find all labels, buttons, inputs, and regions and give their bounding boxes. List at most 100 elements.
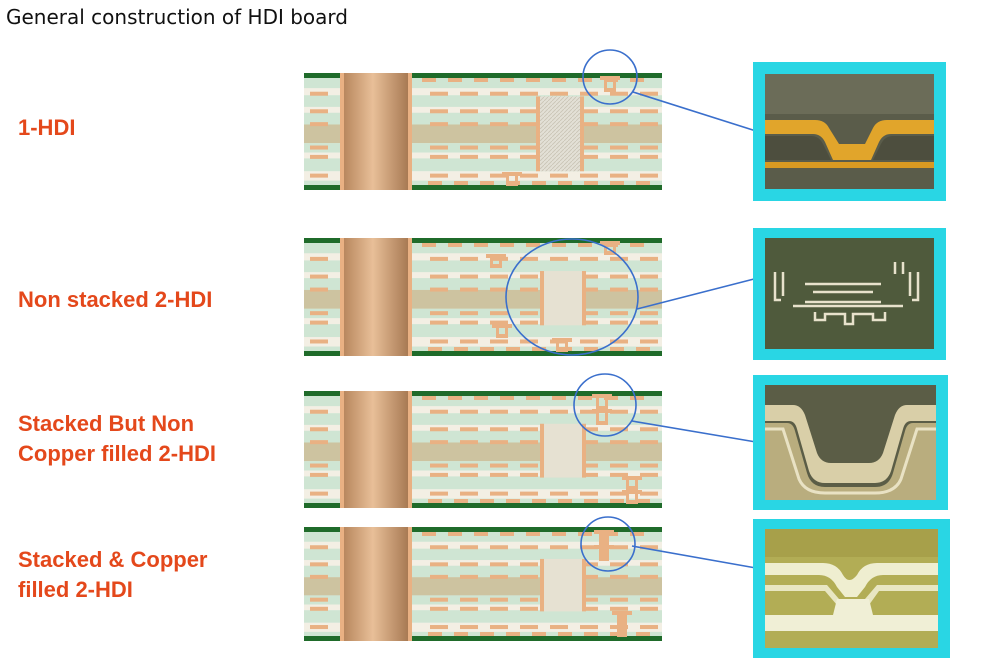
surface-pad (474, 78, 488, 82)
dielectric-layer (304, 531, 662, 542)
micrograph-stacked-unfilled-2-hdi (753, 375, 948, 510)
surface-pad (558, 632, 572, 636)
dielectric-layer (304, 260, 662, 273)
copper-trace (520, 440, 538, 445)
copper-trace (430, 562, 448, 567)
copper-trace (640, 463, 658, 468)
surface-pad (578, 532, 592, 536)
copper-trace (310, 625, 328, 630)
top-solder-mask (304, 73, 662, 78)
copper-trace (430, 339, 448, 344)
bottom-solder-mask (304, 636, 662, 641)
copper-trace (580, 109, 598, 114)
copper-trace (640, 597, 658, 602)
buried-via-wall (582, 558, 586, 612)
copper-trace (490, 440, 508, 445)
copper-trace (310, 274, 328, 279)
surface-pad (422, 532, 436, 536)
copper-trace (490, 597, 508, 602)
dielectric-layer (304, 171, 662, 181)
top-solder-mask (304, 391, 662, 396)
surface-pad (480, 632, 494, 636)
copper-trace (310, 320, 328, 325)
copper-trace (310, 287, 328, 292)
copper-trace (430, 274, 448, 279)
copper-trace (490, 491, 508, 496)
copper-trace (550, 491, 568, 496)
copper-trace (490, 606, 508, 611)
copper-trace (610, 311, 628, 316)
dielectric-layer (304, 318, 662, 325)
surface-pad (610, 181, 624, 185)
buried-via-wall (582, 423, 586, 478)
surface-pad (610, 499, 624, 503)
copper-trace (640, 91, 658, 96)
copper-trace (550, 545, 568, 550)
surface-pad (578, 78, 592, 82)
surface-pad (506, 499, 520, 503)
copper-trace (610, 606, 628, 611)
copper-trace (490, 91, 508, 96)
copper-trace (430, 491, 448, 496)
copper-trace (580, 472, 598, 477)
microvia (594, 409, 610, 425)
copper-trace (550, 173, 568, 178)
copper-trace (460, 320, 478, 325)
copper-trace (580, 545, 598, 550)
copper-trace (430, 597, 448, 602)
copper-trace (580, 597, 598, 602)
barrel-wall (340, 238, 344, 356)
dielectric-layer (304, 406, 662, 414)
copper-trace (580, 339, 598, 344)
surface-pad (584, 181, 598, 185)
copper-trace (310, 574, 328, 579)
copper-trace (610, 545, 628, 550)
copper-trace (580, 256, 598, 261)
copper-trace (430, 440, 448, 445)
copper-trace (610, 427, 628, 432)
surface-pad (532, 499, 546, 503)
surface-pad (630, 532, 644, 536)
microvia (624, 476, 640, 490)
microvia-filled (617, 611, 627, 637)
copper-trace (550, 625, 568, 630)
label-line: filled 2-HDI (18, 577, 133, 602)
copper-trace (520, 562, 538, 567)
copper-trace (430, 472, 448, 477)
dielectric-layer (304, 430, 662, 443)
copper-trace (460, 491, 478, 496)
copper-trace (310, 463, 328, 468)
dielectric-layer (304, 622, 662, 632)
dielectric-layer (304, 604, 662, 611)
copper-trace (520, 597, 538, 602)
surface-pad (630, 396, 644, 400)
dielectric-layer (304, 424, 662, 431)
page-title: General construction of HDI board (6, 5, 348, 29)
microvia (554, 338, 570, 352)
surface-pad (526, 78, 540, 82)
copper-trace (520, 320, 538, 325)
copper-trace (460, 625, 478, 630)
surface-pad (636, 499, 650, 503)
copper-trace (520, 427, 538, 432)
surface-pad (422, 243, 436, 247)
bottom-solder-mask (304, 351, 662, 356)
copper-trace (580, 122, 598, 127)
copper-trace (430, 91, 448, 96)
stackup-stacked-unfilled-2-hdi (304, 391, 662, 508)
surface-pad (500, 78, 514, 82)
buried-via (540, 96, 580, 172)
dielectric-layer (304, 565, 662, 578)
copper-trace (610, 109, 628, 114)
copper-trace (490, 427, 508, 432)
surface-pad (584, 347, 598, 351)
barrel-wall (340, 527, 344, 641)
surface-pad (448, 396, 462, 400)
stackup-stacked-filled-2-hdi (304, 527, 662, 641)
copper-trace (640, 173, 658, 178)
top-solder-mask (304, 527, 662, 532)
copper-trace (490, 562, 508, 567)
copper-trace (310, 122, 328, 127)
surface-pad (610, 347, 624, 351)
microvia-pad (552, 338, 572, 342)
